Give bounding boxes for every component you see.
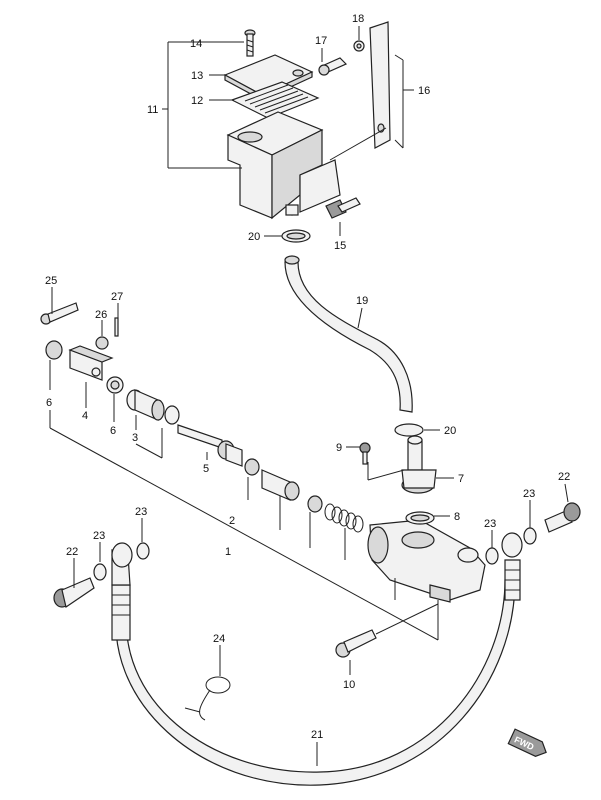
master-cylinder-parts	[40, 302, 486, 658]
bolt-15-part	[325, 197, 361, 219]
washer-23c-part	[485, 547, 499, 565]
callout-3: 3	[132, 432, 138, 444]
nut-26-part	[95, 336, 109, 350]
callout-14: 14	[190, 38, 202, 50]
callout-25: 25	[45, 275, 57, 287]
callout-8: 8	[454, 511, 460, 523]
callout-6a: 6	[46, 397, 52, 409]
forward-direction-badge: FWD	[507, 728, 547, 757]
return-spring-part	[324, 503, 364, 533]
washer-23b-part	[93, 563, 107, 581]
cotter-pin-27-part	[114, 317, 119, 337]
callout-18: 18	[352, 13, 364, 25]
callout-23d: 23	[523, 488, 535, 500]
callout-15: 15	[334, 240, 346, 252]
nut-6-part	[45, 340, 63, 360]
clutch-hose-part	[111, 532, 523, 786]
clevis-4-part	[68, 345, 114, 381]
banjo-bolt-22b-part	[544, 502, 581, 533]
callout-5: 5	[203, 463, 209, 475]
banjo-bolt-22a-part	[53, 577, 95, 608]
leader-lines	[49, 26, 569, 766]
callout-26: 26	[95, 309, 107, 321]
callout-27: 27	[111, 291, 123, 303]
hose-clamp-lower-part	[394, 423, 424, 437]
callout-6b: 6	[110, 425, 116, 437]
callout-23a: 23	[93, 530, 105, 542]
hose-clip-24-part	[184, 676, 231, 721]
cap-screw-part	[244, 29, 256, 57]
reservoir-hose-part	[284, 261, 413, 413]
callout-labels: 1 2 3 4 5 6 6 7 8 9 10 11 12 13 14 15 16…	[45, 13, 570, 741]
bolt-25-part	[40, 302, 79, 325]
callout-4: 4	[82, 410, 88, 422]
washer-23d-part	[523, 527, 537, 545]
piston-cup-part	[244, 458, 260, 476]
callout-24: 24	[213, 633, 225, 645]
callout-23b: 23	[135, 506, 147, 518]
callout-20a: 20	[248, 231, 260, 243]
push-rod-5-part	[177, 424, 243, 467]
callout-9: 9	[336, 442, 342, 454]
callout-1: 1	[225, 546, 231, 558]
callout-22b: 22	[558, 471, 570, 483]
diaphragm-part	[230, 81, 320, 119]
reservoir-body-part	[226, 111, 341, 220]
bolt-17-part	[318, 57, 348, 76]
callout-13: 13	[191, 70, 203, 82]
boot-3-part	[126, 389, 165, 421]
washer-23a-part	[136, 542, 150, 560]
bolt-10-part	[335, 629, 377, 658]
piston-part	[261, 469, 300, 501]
callout-11: 11	[147, 104, 158, 116]
callout-17: 17	[315, 35, 327, 47]
screw-9-part	[359, 442, 371, 465]
reservoir-assembly	[223, 21, 391, 243]
primary-cup-part	[307, 495, 323, 513]
master-cylinder-body-part	[367, 519, 486, 603]
callout-16: 16	[418, 85, 430, 97]
callout-12: 12	[191, 95, 203, 107]
bracket-part	[353, 21, 391, 149]
hose-fitting-7-part	[401, 435, 437, 494]
callout-2: 2	[229, 515, 235, 527]
callout-10: 10	[343, 679, 355, 691]
circlip-part	[164, 405, 180, 425]
callout-19: 19	[356, 295, 368, 307]
callout-22a: 22	[66, 546, 78, 558]
callout-23c: 23	[484, 518, 496, 530]
callout-21: 21	[311, 729, 323, 741]
callout-20b: 20	[444, 425, 456, 437]
callout-7: 7	[458, 473, 464, 485]
